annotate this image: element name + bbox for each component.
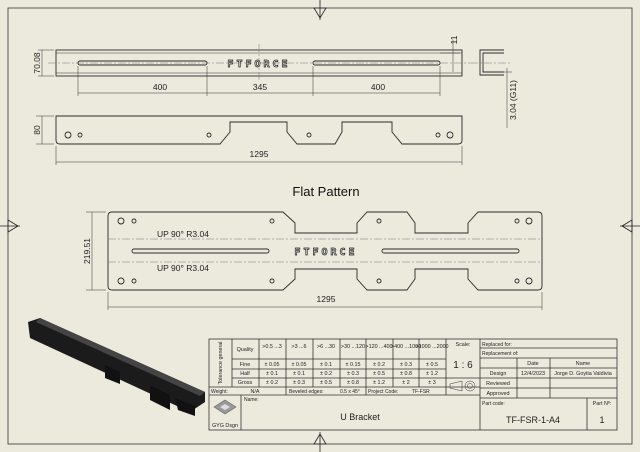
dim-thickness: 3.04 (G11) [508, 80, 518, 120]
sheet-border [7, 7, 633, 445]
title_block-rows-1-values-6: ± 1.2 [426, 371, 438, 377]
title_block-ranges-2: >6 ...30 [317, 344, 335, 350]
replaced-for-label: Replaced for: [482, 342, 512, 348]
designer-name: Jorge D. Goytia Valdivia [554, 371, 611, 377]
title_block-rows-2-values-2: ± 0.5 [320, 380, 332, 386]
title_block-rows-1-values-1: ± 0.1 [293, 371, 305, 377]
weight-value: N/A [251, 389, 260, 395]
tolerance-row-half: Half ± 0.1 ± 0.1 ± 0.2 ± 0.3 ± 0.5 ± 0.8… [240, 371, 438, 377]
title_block-company_logo_text: GYG Dsgn [212, 423, 238, 429]
tolerance-label: Tolerance general [218, 342, 224, 385]
dim-flat-length: 1295 [317, 294, 336, 304]
title_block-ranges-0: >0.5 ...3 [262, 344, 282, 350]
flat-pattern-title: Flat Pattern [292, 184, 359, 199]
title_block-date_header: Date [527, 361, 538, 367]
title_block-rows-0-values-3: ± 0.15 [346, 362, 361, 368]
title_block-rows-2-values-0: ± 0.2 [266, 380, 278, 386]
scale-value: 1 : 6 [453, 360, 473, 371]
scale-label: Scale: [456, 342, 471, 348]
slot-left [77, 60, 208, 66]
design-date: 12/4/2023 [521, 371, 545, 377]
title_block-rows-2-values-1: ± 0.3 [293, 380, 305, 386]
title_block-rows-2-values-4: ± 1.2 [373, 380, 385, 386]
title_block-reviewed_label: Reviewed [486, 381, 510, 387]
bend-note-top: UP 90° R3.04 [157, 229, 209, 239]
title_block-ranges-3: >30 ...120 [341, 344, 365, 350]
title_block-rows-0-values-5: ± 0.3 [400, 362, 412, 368]
title_block-name_header: Name [576, 361, 590, 367]
dim-height: 70.08 [32, 52, 42, 74]
title_block-rows-0-values-4: ± 0.2 [373, 362, 385, 368]
flat-logo-engraving: FTFORCE [294, 247, 357, 258]
title_block-ranges-5: >400 ...1000 [391, 344, 421, 350]
part-name: U Bracket [340, 412, 380, 422]
dim-slot-left: 400 [153, 82, 167, 92]
tolerance-row-fine: Fine ± 0.05 ± 0.05 ± 0.1 ± 0.15 ± 0.2 ± … [240, 362, 438, 368]
top-view: FTFORCE 70.08 400 345 400 11 [32, 35, 470, 96]
dim-front-height: 80 [32, 125, 42, 135]
title_block-rows-1-values-4: ± 0.5 [373, 371, 385, 377]
replacement-of-label: Replacement of: [482, 351, 518, 357]
project-value: TF-FSR [412, 389, 430, 395]
range-headers: >0.5 ...3 >3 ...6 >6 ...30 >30 ...120 >1… [262, 344, 448, 350]
title_block-rows-1-values-2: ± 0.2 [320, 371, 332, 377]
tolerance-row-gross: Gross ± 0.2 ± 0.3 ± 0.5 ± 0.8 ± 1.2 ± 2 … [238, 380, 436, 386]
title_block-rows-2-values-6: ± 3 [428, 380, 435, 386]
title_block-rows-1-values-0: ± 0.1 [266, 371, 278, 377]
name-label: Name: [244, 397, 259, 403]
title_block-rows-2-values-5: ± 2 [402, 380, 409, 386]
project-label: Project Code: [368, 389, 398, 395]
flat-pattern: Flat Pattern UP 90° R3.04 UP 90° R3.04 F… [82, 184, 543, 310]
title_block-rows-0-label: Fine [240, 362, 251, 368]
bend-note-bottom: UP 90° R3.04 [157, 263, 209, 273]
slot-right [312, 60, 441, 66]
title_block-rows-0-values-1: ± 0.05 [292, 362, 307, 368]
dim-flange: 11 [449, 35, 459, 44]
logo-engraving: FTFORCE [227, 59, 290, 70]
title_block-rows-1-values-3: ± 0.3 [347, 371, 359, 377]
dim-flat-width: 219.51 [82, 238, 92, 264]
title_block-rows-0-values-2: ± 0.1 [320, 362, 332, 368]
title_block-rows-1-label: Half [240, 371, 250, 377]
title_block-ranges-1: >3 ...6 [291, 344, 306, 350]
side-view: 3.04 (G11) [470, 49, 518, 128]
beveled-label: Beveled edges: [289, 389, 323, 395]
title_block-rows-1-values-5: ± 0.8 [400, 371, 412, 377]
title_block-rows-0-values-6: ± 0.5 [426, 362, 438, 368]
title_block-part_code_label: Part code: [482, 401, 505, 407]
projection-symbol-icon [449, 380, 476, 392]
title_block-ranges-6: >1000 ...2000 [415, 344, 448, 350]
title-block: Tolerance general Quality >0.5 ...3 >3 .… [208, 338, 618, 431]
weight-label: Weight: [211, 389, 228, 395]
company-logo: GYG Dsgn [212, 399, 238, 429]
title_block-rows-2-values-3: ± 0.8 [347, 380, 359, 386]
quality-label: Quality [237, 347, 254, 353]
part-code: TF-FSR-1-A4 [506, 415, 560, 425]
flat-slot-left [131, 248, 270, 254]
title_block-rows-0-values-0: ± 0.05 [265, 362, 280, 368]
dim-front-length: 1295 [250, 149, 269, 159]
title_block-rows-2-label: Gross [238, 380, 253, 386]
title_block-approved_label: Approved [486, 391, 509, 397]
bracket-3d-render [28, 318, 205, 416]
part-number: 1 [599, 415, 604, 425]
flat-slot-right [381, 248, 520, 254]
dim-slot-right: 400 [371, 82, 385, 92]
dim-slot-gap: 345 [253, 82, 267, 92]
title_block-part_no_label: Part Nº: [593, 401, 612, 407]
beveled-value: 0.5 x 45° [340, 389, 360, 395]
title_block-ranges-4: >120 ...400 [365, 344, 392, 350]
front-view: 80 1295 [32, 115, 463, 165]
title_block-design_label: Design [490, 371, 507, 377]
